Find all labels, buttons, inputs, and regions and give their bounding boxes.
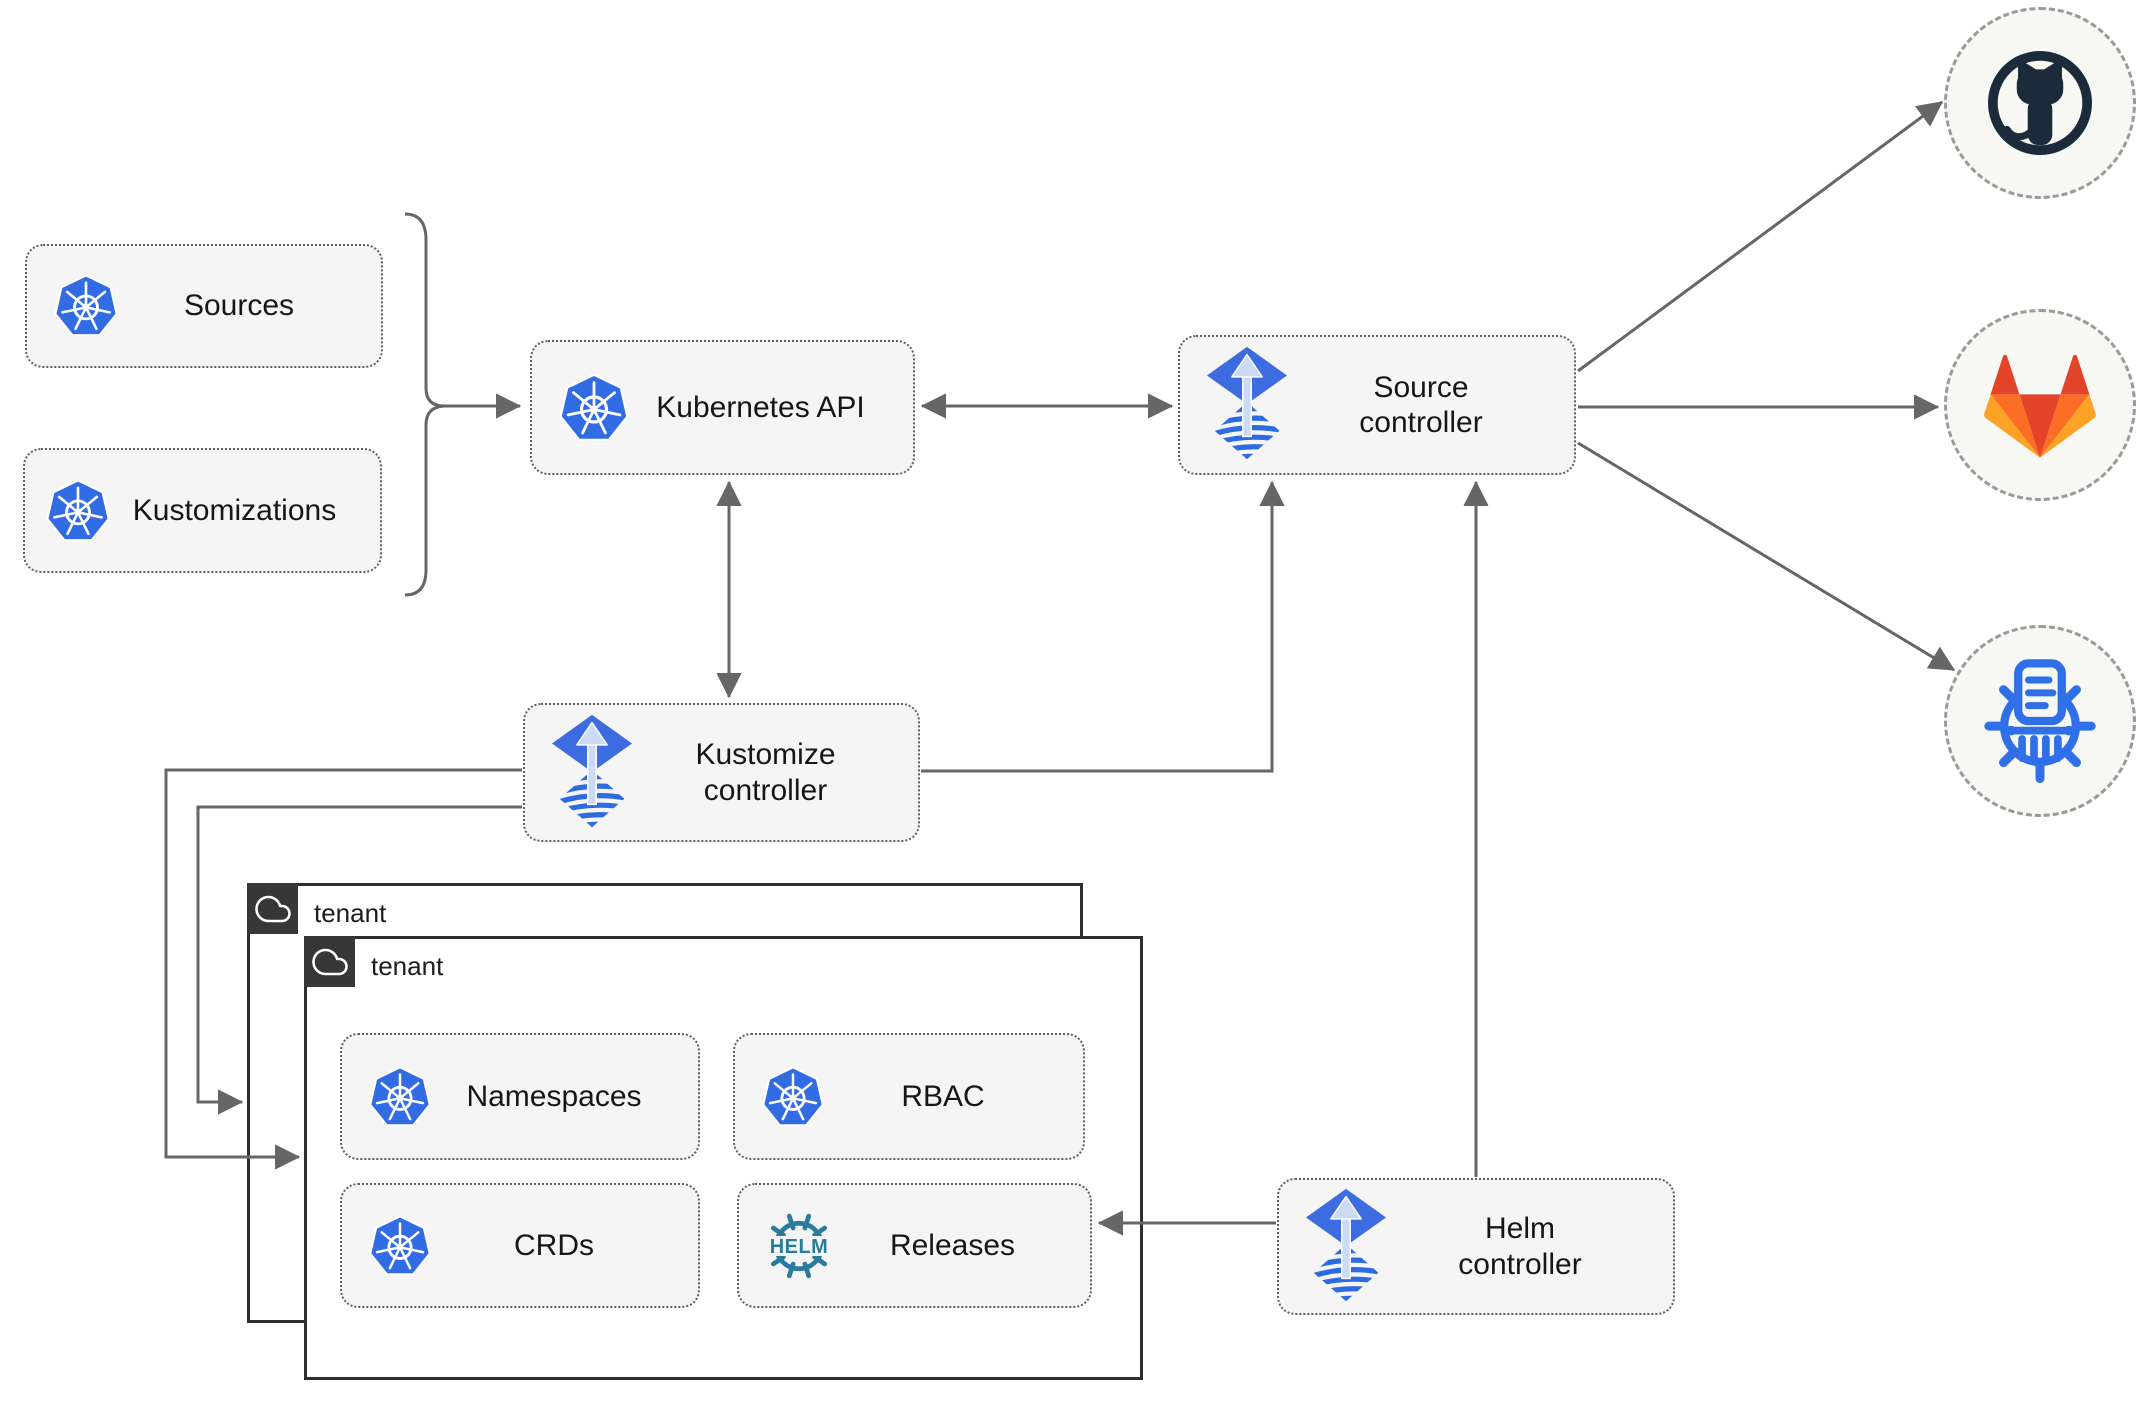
github-icon xyxy=(1978,41,2102,165)
kubernetes-icon xyxy=(761,1065,825,1129)
node-label: Kustomize controller xyxy=(695,738,836,807)
cloud-icon xyxy=(311,948,348,975)
node-label: Helm controller xyxy=(1458,1212,1582,1281)
tenant-label: tenant xyxy=(314,898,387,928)
edge-bracket xyxy=(404,212,445,597)
kubernetes-icon xyxy=(368,1214,432,1278)
flux-icon xyxy=(1204,345,1290,465)
kubernetes-icon xyxy=(558,372,630,444)
flux-icon xyxy=(1303,1187,1389,1307)
edge-sourcectrl-chartmuseum xyxy=(1577,441,1956,672)
node-kustomizations: Kustomizations xyxy=(23,448,382,573)
node-helm-controller: Helm controller xyxy=(1277,1178,1675,1315)
chartmuseum-icon xyxy=(1976,657,2104,785)
node-rbac: RBAC xyxy=(733,1033,1085,1160)
node-releases: HELM Releases xyxy=(737,1183,1092,1308)
node-crds: CRDs xyxy=(340,1183,700,1308)
provider-github xyxy=(1944,7,2136,199)
cloud-icon xyxy=(254,895,291,922)
edge-sourcectrl-github xyxy=(1577,100,1944,373)
node-label: RBAC xyxy=(901,1079,985,1113)
node-sources: Sources xyxy=(25,244,383,368)
node-label: Releases xyxy=(889,1228,1016,1262)
node-label: Sources xyxy=(183,289,295,322)
tenant-label: tenant xyxy=(371,951,444,981)
helm-icon: HELM xyxy=(761,1208,837,1284)
node-kubernetes-api: Kubernetes API xyxy=(530,340,915,475)
node-namespaces: Namespaces xyxy=(340,1033,700,1160)
node-label: Source controller xyxy=(1359,370,1483,439)
provider-chartmuseum xyxy=(1944,625,2136,817)
node-label: Kubernetes API xyxy=(656,390,865,424)
provider-gitlab xyxy=(1944,309,2136,501)
kubernetes-icon xyxy=(53,273,119,339)
node-label: Namespaces xyxy=(466,1079,642,1113)
flux-icon xyxy=(549,713,635,833)
node-label: CRDs xyxy=(514,1228,594,1262)
tenant-badge xyxy=(304,936,355,987)
node-label: Kustomizations xyxy=(132,493,337,527)
kubernetes-icon xyxy=(45,478,111,544)
tenant-badge xyxy=(247,883,298,934)
node-source-controller: Source controller xyxy=(1178,335,1576,475)
gitlab-icon xyxy=(1984,354,2096,458)
node-kustomize-controller: Kustomize controller xyxy=(523,703,920,842)
kubernetes-icon xyxy=(368,1065,432,1129)
edge-kustomizectrl-sourcectrl xyxy=(921,480,1285,773)
helm-wordmark: HELM xyxy=(770,1236,828,1258)
